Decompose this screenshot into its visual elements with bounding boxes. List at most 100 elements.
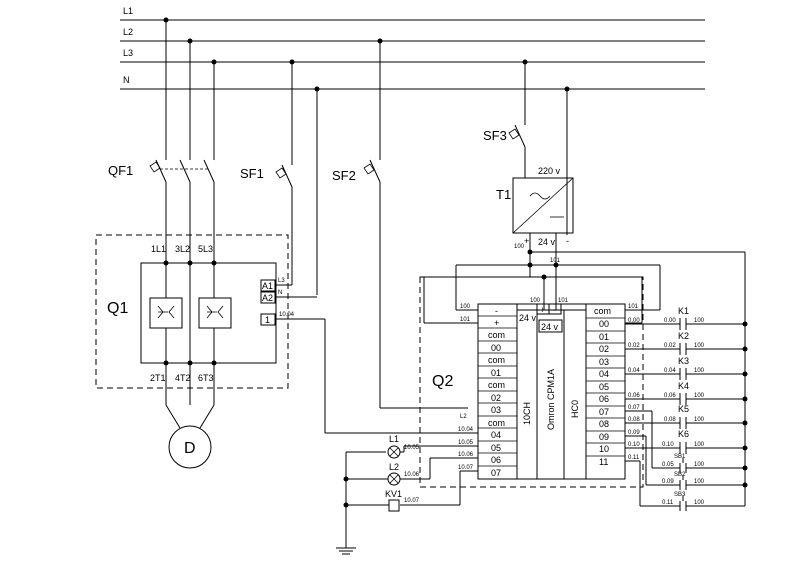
q1-terminal-a1: A1 [262,281,273,291]
q1-starter: Q1 1L1 3L2 5L3 2T1 4T2 6T3 A1 A2 1 L3 N [95,234,478,434]
plc-center: + - 24 v 24 v 10CH Omron CPM1A HC0 [516,303,587,480]
plc-wire-1004: 10.04 [458,427,474,433]
q1-wire-l3: L3 [278,278,285,284]
q1-wire-1004: 10.04 [279,312,295,318]
plc-wire-1007: 10.07 [458,465,474,471]
input-k1-label: K1 [678,306,689,316]
q1-input-1l1: 1L1 [151,244,166,254]
plc-in-pin-09: 09 [599,432,609,442]
plc-in-pin-04: 04 [599,369,609,379]
plc-out-pin-com-1: com [488,330,505,340]
plc-supply-inner: 24 v [541,322,559,332]
input-sb1-label: SB1 [674,454,686,460]
plc-supply-minus: - [553,305,556,315]
input-k1-in: 0.00 [664,318,676,324]
sf3-label: SF3 [483,128,507,143]
qf1-breaker: QF1 [108,159,215,263]
input-k5-label: K5 [678,404,689,414]
ground-icon [336,547,356,555]
plc-out-pin-00: 00 [491,343,501,353]
plc-wire-l2: L2 [460,414,467,420]
plc-in-wire-002: 0.02 [628,343,640,349]
input-k4-common: 100 [694,393,705,399]
lamp-l2-label: L2 [389,462,399,472]
t1-minus: - [566,236,569,246]
plc-in-pin-02: 02 [599,344,609,354]
bus-l1-label: L1 [123,6,133,16]
q1-output-4t2: 4T2 [175,373,191,383]
plc-input-terminals: com 00 01 02 03 04 05 06 07 08 09 10 11 [585,303,626,480]
t1-primary-label: 220 v [538,166,561,176]
plc-outputs: 10.04 10.05 10.06 10.07 L1 10.05 L2 10.0… [336,427,478,555]
plc-supply-voltage: 24 v [519,313,537,323]
q1-label: Q1 [107,300,128,317]
relay-kv1 [388,499,400,512]
plc-in-pin-07: 07 [599,407,609,417]
plc-out-pin-com-2: com [488,355,505,365]
plc-in-wire-008: 0.08 [628,417,640,423]
q1-terminal-a2: A2 [262,293,273,303]
bus-l2-label: L2 [123,27,133,37]
plc-in-pin-com: com [594,306,611,316]
plc-in-pin-00: 00 [599,319,609,329]
input-sb1-common: 100 [694,462,705,468]
t1-secondary-label: 24 v [538,237,556,247]
plc-wire-101-left: 101 [460,317,471,323]
input-sb3-common: 100 [694,500,705,506]
plc-in-wire-000: 0.00 [628,318,640,324]
motor-label: D [184,440,196,457]
plc-in-pin-01: 01 [599,332,609,342]
plc-output-terminals: - + com 00 com 01 com 02 03 com 04 05 06… [477,303,518,480]
q2-label: Q2 [432,373,453,390]
input-k6-label: K6 [678,429,689,439]
input-sb3-label: SB3 [674,492,686,498]
motor-symbol [168,425,212,469]
input-k6-common: 100 [694,442,705,448]
plc-wire-1006: 10.06 [458,452,474,458]
lamp-l2-wire: 10.06 [404,472,420,478]
qf1-label: QF1 [108,163,133,178]
input-k3-in: 0.04 [664,368,676,374]
bus-lines: L1 L2 L3 N [120,6,705,90]
input-k2-in: 0.02 [664,343,676,349]
t1-out-minus: 101 [550,258,561,264]
t1-power-supply: T1 220 v 24 v + - 100 101 [496,166,574,268]
plc-in-wire-009: 0.09 [628,430,640,436]
input-k4-label: K4 [678,381,689,391]
plc-inputs: 101 0.00 0.02 0.04 0.06 0.07 0.08 0.09 0… [625,304,748,511]
bus-drops [163,17,570,295]
input-k6-in: 0.10 [662,442,674,448]
input-sb2-common: 100 [694,479,705,485]
input-sb2-label: SB2 [674,472,686,478]
plc-out-pin-com-4: com [488,418,505,428]
lamp-l1-label: L1 [389,434,399,444]
plc-wire-101-center: 101 [558,298,569,304]
thyristor-module-1 [149,297,183,329]
plc-out-pin-02: 02 [491,393,501,403]
t1-label: T1 [496,187,511,202]
plc-out-pin-01: 01 [491,368,501,378]
input-k3-common: 100 [694,368,705,374]
plc-out-pin-minus: - [495,306,498,316]
q1-wire-n: N [278,290,282,296]
sf2-label: SF2 [332,168,356,183]
plc-in-pin-03: 03 [599,357,609,367]
plc-in-pin-05: 05 [599,382,609,392]
q1-terminal-1: 1 [265,315,270,325]
lamp-l1-wire: 10.05 [404,445,420,451]
relay-kv1-label: KV1 [385,489,402,499]
thyristor-module-2 [198,297,232,329]
relay-kv1-wire: 10.07 [404,498,420,504]
sf3-breaker: SF3 [483,124,526,178]
q1-output-6t3: 6T3 [198,373,214,383]
plc-in-pin-10: 10 [599,444,609,454]
plc-out-pin-04: 04 [491,430,501,440]
input-sb1-in: 0.05 [662,462,674,468]
t1-plus: + [524,236,529,246]
motor: D [165,363,215,469]
input-k2-label: K2 [678,331,689,341]
plc-out-pin-07: 07 [491,468,501,478]
input-k1-common: 100 [694,318,705,324]
plc-in-wire-101: 101 [628,304,639,310]
